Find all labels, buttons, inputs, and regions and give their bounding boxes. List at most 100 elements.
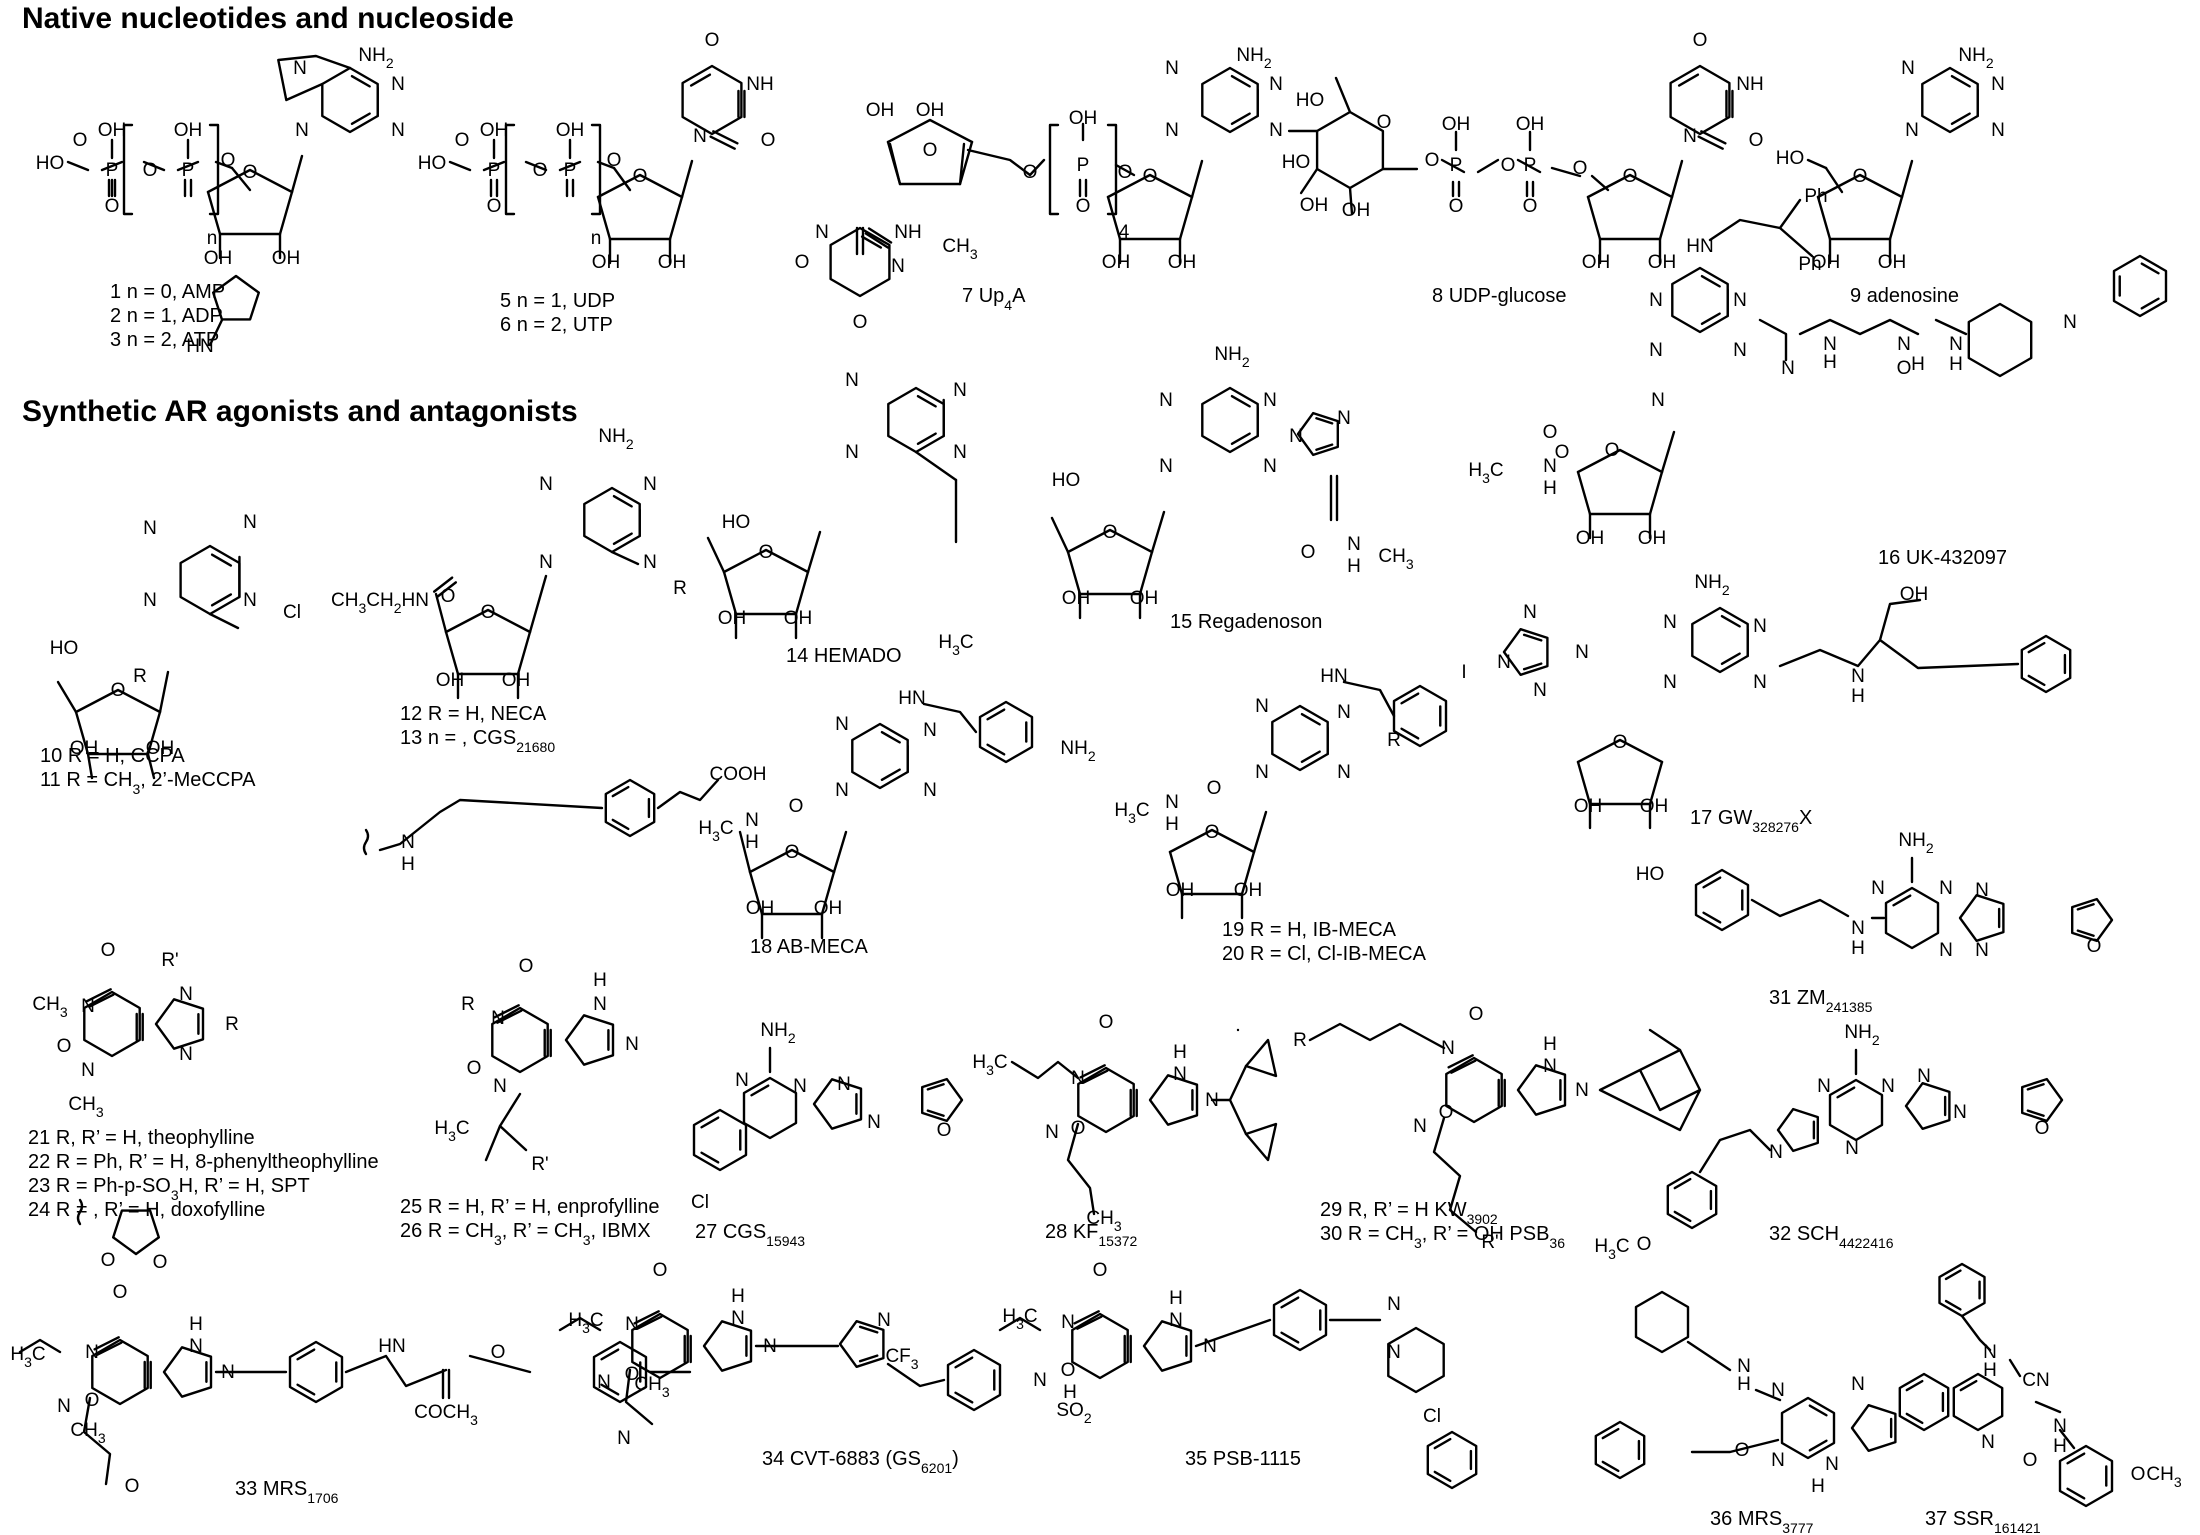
- atom-label: N: [1917, 1066, 1931, 1087]
- atom-label: O: [2087, 936, 2102, 957]
- atom-label: N: [845, 370, 859, 391]
- atom-label: N: [1753, 616, 1767, 637]
- atom-label: N: [493, 1076, 507, 1097]
- atom-label: N: [1991, 74, 2005, 95]
- atom-label: Cl: [283, 602, 301, 623]
- compound-caption-line: 15 Regadenoson: [1170, 611, 1322, 633]
- atom-label: OH: [204, 248, 233, 269]
- atom-label: N: [815, 222, 829, 243]
- atom-label: N: [1263, 390, 1277, 411]
- atom-label: N: [1991, 120, 2005, 141]
- atom-label: N: [1441, 1038, 1455, 1059]
- atom-label: N: [1497, 652, 1511, 673]
- atom-label: OH: [658, 252, 687, 273]
- atom-label: O: [491, 1342, 506, 1363]
- atom-label: HO: [50, 638, 79, 659]
- atom-label: H: [1949, 354, 1963, 375]
- atom-label: P: [564, 160, 577, 181]
- atom-label: HO: [722, 512, 751, 533]
- atom-label: SO2: [1056, 1400, 1091, 1427]
- compound-caption-line: 14 HEMADO: [786, 645, 902, 667]
- atom-label: OH: [1516, 114, 1545, 135]
- atom-label: O: [467, 1058, 482, 1079]
- atom-label: OH: [146, 738, 175, 759]
- atom-label: H: [1737, 1374, 1751, 1395]
- atom-label: N: [1851, 1374, 1865, 1395]
- atom-label: N: [539, 552, 553, 573]
- atom-label: N: [1263, 456, 1277, 477]
- compound-caption-line: 7 Up4A: [962, 285, 1026, 313]
- atom-label: O: [101, 1250, 116, 1271]
- compound-caption-line: 24 R = , R’ = H, doxofylline: [28, 1199, 265, 1221]
- atom-label: CH3: [1378, 546, 1413, 573]
- atom-label: OH: [1900, 584, 1929, 605]
- atom-label: R': [531, 1154, 548, 1175]
- atom-label: O: [1103, 522, 1118, 543]
- atom-label: H: [1347, 556, 1361, 577]
- atom-label: NH: [894, 222, 921, 243]
- atom-label: N: [1159, 456, 1173, 477]
- atom-label: CH3: [32, 994, 67, 1021]
- atom-label: N: [1413, 1116, 1427, 1137]
- compound-caption-line: 20 R = Cl, Cl-IB-MECA: [1222, 943, 1427, 965]
- atom-label: NH2: [1214, 344, 1249, 371]
- atom-label: N: [1347, 534, 1361, 555]
- atom-label: N: [401, 832, 415, 853]
- atom-label: N: [1203, 1336, 1217, 1357]
- atom-label: O: [789, 796, 804, 817]
- atom-label: OH: [70, 738, 99, 759]
- atom-label: N: [1533, 680, 1547, 701]
- atom-label: O: [653, 1260, 668, 1281]
- atom-label: CH3CH2HN: [331, 590, 429, 617]
- atom-label: R: [461, 994, 475, 1015]
- atom-label: O: [1301, 542, 1316, 563]
- atom-label: O: [2131, 1464, 2146, 1485]
- atom-label: O: [73, 130, 88, 151]
- atom-label: O: [533, 160, 548, 181]
- atom-label: N: [189, 1336, 203, 1357]
- atom-label: O: [221, 150, 236, 171]
- atom-label: O: [101, 940, 116, 961]
- atom-label: O: [2023, 1450, 2038, 1471]
- compound-caption-line: 28 KF15372: [1045, 1221, 1138, 1249]
- atom-label: R: [1293, 1030, 1307, 1051]
- atom-label: N: [1901, 58, 1915, 79]
- atom-label: N: [923, 720, 937, 741]
- atom-label: O: [1469, 1004, 1484, 1025]
- atom-label: H: [593, 970, 607, 991]
- atom-label: N: [1781, 358, 1795, 379]
- compound-caption-line: 6 n = 2, UTP: [500, 314, 613, 336]
- atom-label: CH3: [634, 1374, 669, 1401]
- atom-label: N: [1753, 672, 1767, 693]
- atom-label: HN: [1686, 236, 1713, 257]
- atom-label: N: [143, 518, 157, 539]
- atom-label: I: [1461, 662, 1466, 683]
- atom-label: O: [243, 162, 258, 183]
- atom-label: NH2: [1694, 572, 1729, 599]
- atom-label: N: [179, 1044, 193, 1065]
- atom-label: O: [85, 1390, 100, 1411]
- atom-label: O: [1613, 732, 1628, 753]
- atom-label: N: [81, 996, 95, 1017]
- atom-label: O: [1205, 822, 1220, 843]
- atom-label: O: [455, 130, 470, 151]
- atom-label: N: [81, 1060, 95, 1081]
- atom-label: N: [1173, 1064, 1187, 1085]
- atom-label: N: [735, 1070, 749, 1091]
- atom-label: N: [1165, 792, 1179, 813]
- compound-caption-line: 29 R, R’ = H KW3902: [1320, 1199, 1498, 1227]
- atom-label: O: [1693, 30, 1708, 51]
- atom-label: N: [1983, 1342, 1997, 1363]
- atom-label: N: [1949, 334, 1963, 355]
- compound-caption-line: 17 GW328276X: [1690, 807, 1812, 835]
- atom-label: OH: [502, 670, 531, 691]
- atom-label: OH: [1442, 114, 1471, 135]
